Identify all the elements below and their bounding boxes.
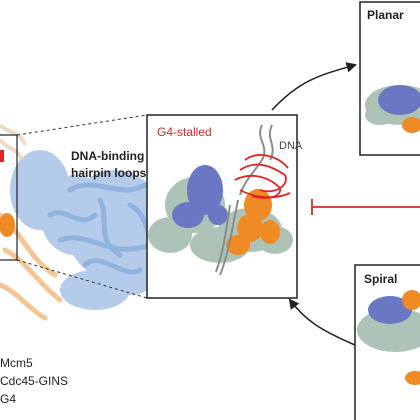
spiral-label: Spiral	[364, 272, 398, 286]
arrow-spiral-to-g4stalled	[288, 298, 356, 346]
legend-item-cdc45-gins: Cdc45-GINS	[0, 372, 90, 390]
legend-label-cdc45-gins: Cdc45-GINS	[0, 374, 69, 388]
helicase-structure-overview	[0, 123, 165, 321]
dna-label: DNA	[279, 140, 303, 152]
legend-label-g4: G4	[0, 392, 17, 406]
legend-label-mcm5: Mcm5	[0, 356, 33, 370]
hairpin-label-line1: DNA-binding	[71, 149, 145, 163]
spiral-panel	[354, 264, 420, 420]
planar-panel	[359, 1, 420, 156]
legend-item-g4: G4	[0, 390, 90, 408]
hairpin-loops-label: DNA-binding hairpin loops	[71, 148, 146, 182]
legend: Mcm5 Cdc45-GINS G4	[0, 354, 90, 408]
g4-stalled-panel	[146, 114, 298, 299]
hairpin-label-line2: hairpin loops	[71, 166, 147, 180]
planar-label: Planar	[367, 8, 404, 22]
arrow-to-planar	[271, 62, 358, 111]
g4-stalled-label: G4-stalled	[157, 125, 212, 139]
legend-item-mcm5: Mcm5	[0, 354, 90, 372]
zoom-connector-lines	[16, 114, 148, 299]
inhibition-arrow	[311, 199, 420, 215]
